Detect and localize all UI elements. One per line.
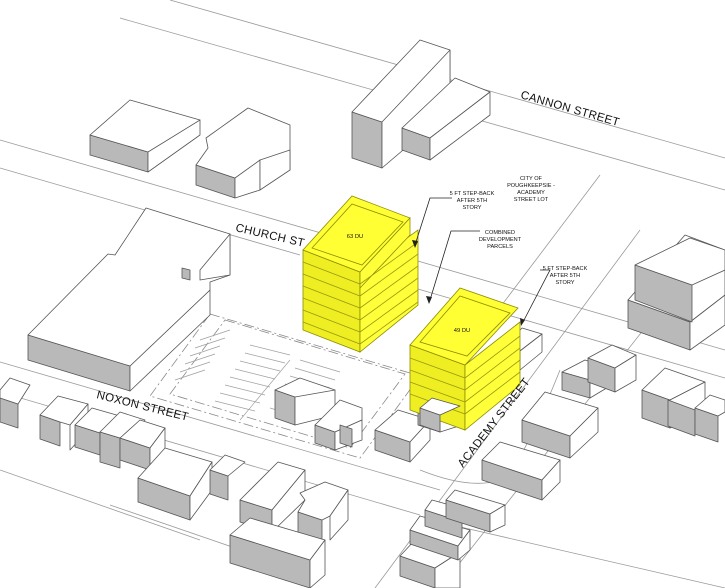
svg-text:STORY: STORY [462, 205, 481, 211]
svg-text:ACADEMY: ACADEMY [517, 190, 545, 196]
svg-text:COMBINED: COMBINED [485, 230, 515, 236]
existing-building-nw [89, 99, 201, 173]
street-label-church: CHURCH ST [234, 222, 305, 250]
existing-building-south-row [399, 489, 506, 588]
svg-text:STORY: STORY [555, 280, 574, 286]
street-label-cannon: CANNON STREET [519, 89, 621, 129]
svg-text:AFTER 5TH: AFTER 5TH [457, 198, 487, 204]
existing-buildings [0, 39, 725, 588]
svg-text:DEVELOPMENT: DEVELOPMENT [479, 237, 522, 243]
existing-building-large-west [27, 207, 231, 392]
existing-building-nw2 [195, 107, 291, 199]
existing-building-cannon [351, 39, 491, 169]
du-label-north: 63 DU [347, 234, 363, 240]
parking-stalls [174, 329, 341, 421]
svg-text:STREET LOT: STREET LOT [514, 197, 549, 203]
svg-text:AFTER 5TH: AFTER 5TH [550, 273, 580, 279]
existing-building-across-1 [374, 409, 431, 463]
existing-building-se-2 [481, 441, 561, 501]
existing-building-se-1 [521, 391, 599, 459]
du-label-south: 49 DU [454, 328, 470, 334]
svg-text:CITY OF: CITY OF [520, 176, 543, 182]
existing-building-east-tall [627, 234, 725, 351]
proposed-building-north: 63 DU [302, 195, 419, 353]
existing-building-south-cluster [137, 447, 349, 588]
svg-text:5 FT STEP-BACK: 5 FT STEP-BACK [450, 191, 495, 197]
annotation-combined: COMBINED DEVELOPMENT PARCELS [426, 230, 522, 304]
floor-bands-north [302, 241, 419, 345]
floor-bands-south [409, 335, 521, 415]
existing-building-mid-2 [314, 399, 363, 451]
annotations: 5 FT STEP-BACK AFTER 5TH STORY CITY OF P… [412, 176, 588, 326]
proposed-building-south: 49 DU [409, 287, 521, 433]
svg-text:5 FT STEP-BACK: 5 FT STEP-BACK [543, 266, 588, 272]
svg-text:POUGHKEEPSIE -: POUGHKEEPSIE - [507, 183, 555, 189]
parking-lot [149, 313, 421, 459]
existing-building-west-row [0, 377, 166, 471]
existing-building-east-2 [641, 367, 725, 443]
annotation-stepback-north: 5 FT STEP-BACK AFTER 5TH STORY [412, 191, 495, 248]
annotation-city-lot: CITY OF POUGHKEEPSIE - ACADEMY STREET LO… [507, 176, 555, 203]
svg-text:PARCELS: PARCELS [487, 244, 513, 250]
existing-building-east-1 [561, 344, 637, 399]
annotation-stepback-south: 5 FT STEP-BACK AFTER 5TH STORY [520, 266, 588, 326]
